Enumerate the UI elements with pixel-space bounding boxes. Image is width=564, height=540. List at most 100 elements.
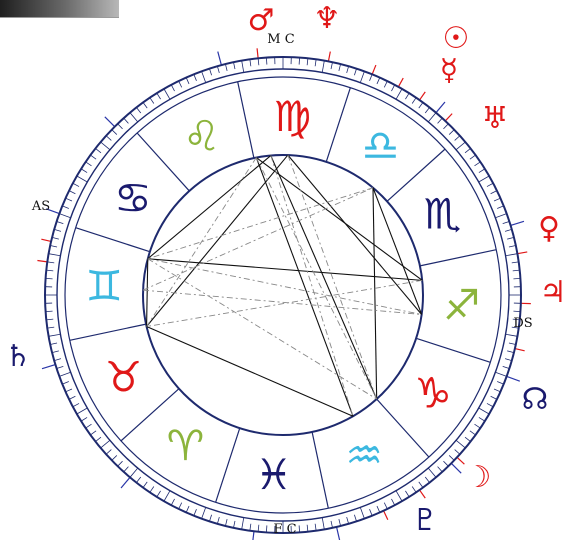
degree-tick (52, 351, 59, 353)
degree-tick (62, 206, 68, 209)
house-cusp-tick (121, 477, 130, 488)
degree-tick (202, 71, 206, 82)
sign-glyph-virgo: ♍ (274, 92, 312, 141)
degree-tick (391, 499, 394, 505)
planet-position-tick (37, 260, 47, 261)
house-cusp-tick (337, 527, 340, 540)
planet-position-tick (457, 457, 464, 464)
planet-position-tick (41, 239, 51, 241)
planet-position-tick (517, 252, 527, 254)
degree-tick (234, 521, 235, 528)
degree-tick (405, 93, 409, 99)
degree-tick (449, 455, 454, 460)
degree-tick (428, 113, 436, 122)
degree-tick (456, 440, 465, 448)
planet-glyph-saturn: ♄ (5, 339, 32, 374)
degree-tick (225, 64, 227, 71)
degree-tick (507, 237, 514, 239)
degree-tick (69, 191, 75, 194)
planet-position-tick (515, 349, 525, 351)
degree-tick (455, 450, 460, 455)
degree-tick (487, 403, 493, 406)
planet-position-tick (420, 490, 426, 498)
degree-tick (360, 71, 364, 82)
degree-tick (315, 59, 316, 66)
degree-tick (391, 85, 394, 91)
degree-tick (479, 176, 489, 182)
degree-tick (143, 482, 147, 488)
degree-tick (46, 270, 53, 271)
sign-glyph-aquarius: ♒ (345, 430, 383, 479)
degree-tick (475, 162, 481, 166)
degree-tick (412, 98, 416, 104)
degree-tick (86, 162, 92, 166)
sign-divider (312, 432, 328, 508)
degree-tick (81, 417, 87, 421)
degree-tick (209, 515, 211, 522)
planet-position-tick (384, 511, 388, 520)
degree-tick (506, 334, 518, 336)
degree-tick (164, 89, 170, 99)
degree-tick (50, 246, 57, 247)
sign-glyph-leo: ♌ (183, 112, 221, 161)
degree-tick (315, 524, 316, 531)
degree-tick (106, 136, 111, 141)
sign-glyph-taurus: ♉ (105, 352, 143, 401)
degree-tick (479, 417, 485, 421)
degree-tick (101, 142, 110, 150)
degree-tick (164, 491, 170, 501)
degree-tick (497, 206, 503, 209)
degree-tick (339, 64, 341, 71)
planet-position-tick (328, 52, 330, 62)
degree-tick (438, 118, 443, 123)
sign-divider (76, 228, 150, 252)
degree-tick (179, 503, 182, 509)
degree-tick (505, 359, 512, 361)
degree-tick (73, 403, 79, 406)
degree-tick (202, 507, 206, 518)
degree-tick (186, 78, 189, 84)
degree-tick (449, 130, 454, 135)
degree-tick (62, 382, 68, 385)
degree-tick (506, 254, 518, 256)
house-cusp-tick (105, 117, 115, 127)
inner-ring (143, 155, 423, 435)
planet-position-tick (445, 114, 452, 121)
degree-tick (479, 169, 485, 173)
degree-tick (425, 107, 429, 113)
degree-tick (217, 66, 219, 73)
degree-tick (242, 61, 244, 73)
degree-tick (250, 524, 251, 531)
planet-glyph-mercury: ☿ (440, 53, 458, 88)
house-cusp-tick (218, 52, 222, 66)
degree-tick (118, 124, 123, 129)
house-cusp-tick (252, 531, 254, 540)
sign-glyph-libra: ♎ (362, 121, 400, 170)
degree-tick (465, 437, 471, 441)
degree-tick (497, 382, 503, 385)
house-cusp-tick (42, 365, 55, 369)
degree-tick (384, 503, 387, 509)
degree-tick (491, 191, 497, 194)
degree-tick (354, 69, 356, 76)
planet-position-tick (257, 48, 258, 58)
degree-tick (47, 262, 54, 263)
degree-tick (495, 372, 506, 376)
degree-tick (157, 491, 161, 497)
planet-glyph-sun: ☉ (443, 21, 470, 56)
degree-tick (396, 89, 402, 99)
degree-tick (307, 525, 308, 532)
house-cusp-tick (507, 376, 520, 381)
planet-glyph-neptune: ♆ (314, 1, 341, 36)
degree-tick (491, 396, 497, 399)
planet-glyph-jupiter: ♃ (540, 275, 564, 310)
degree-tick (66, 389, 72, 392)
planet-glyph-pluto: ♇ (412, 503, 439, 538)
degree-tick (171, 85, 174, 91)
degree-tick (503, 221, 510, 223)
degree-tick (66, 198, 72, 201)
degree-tick (90, 155, 96, 159)
degree-tick (512, 262, 519, 263)
degree-tick (50, 343, 57, 344)
degree-tick (370, 509, 373, 515)
